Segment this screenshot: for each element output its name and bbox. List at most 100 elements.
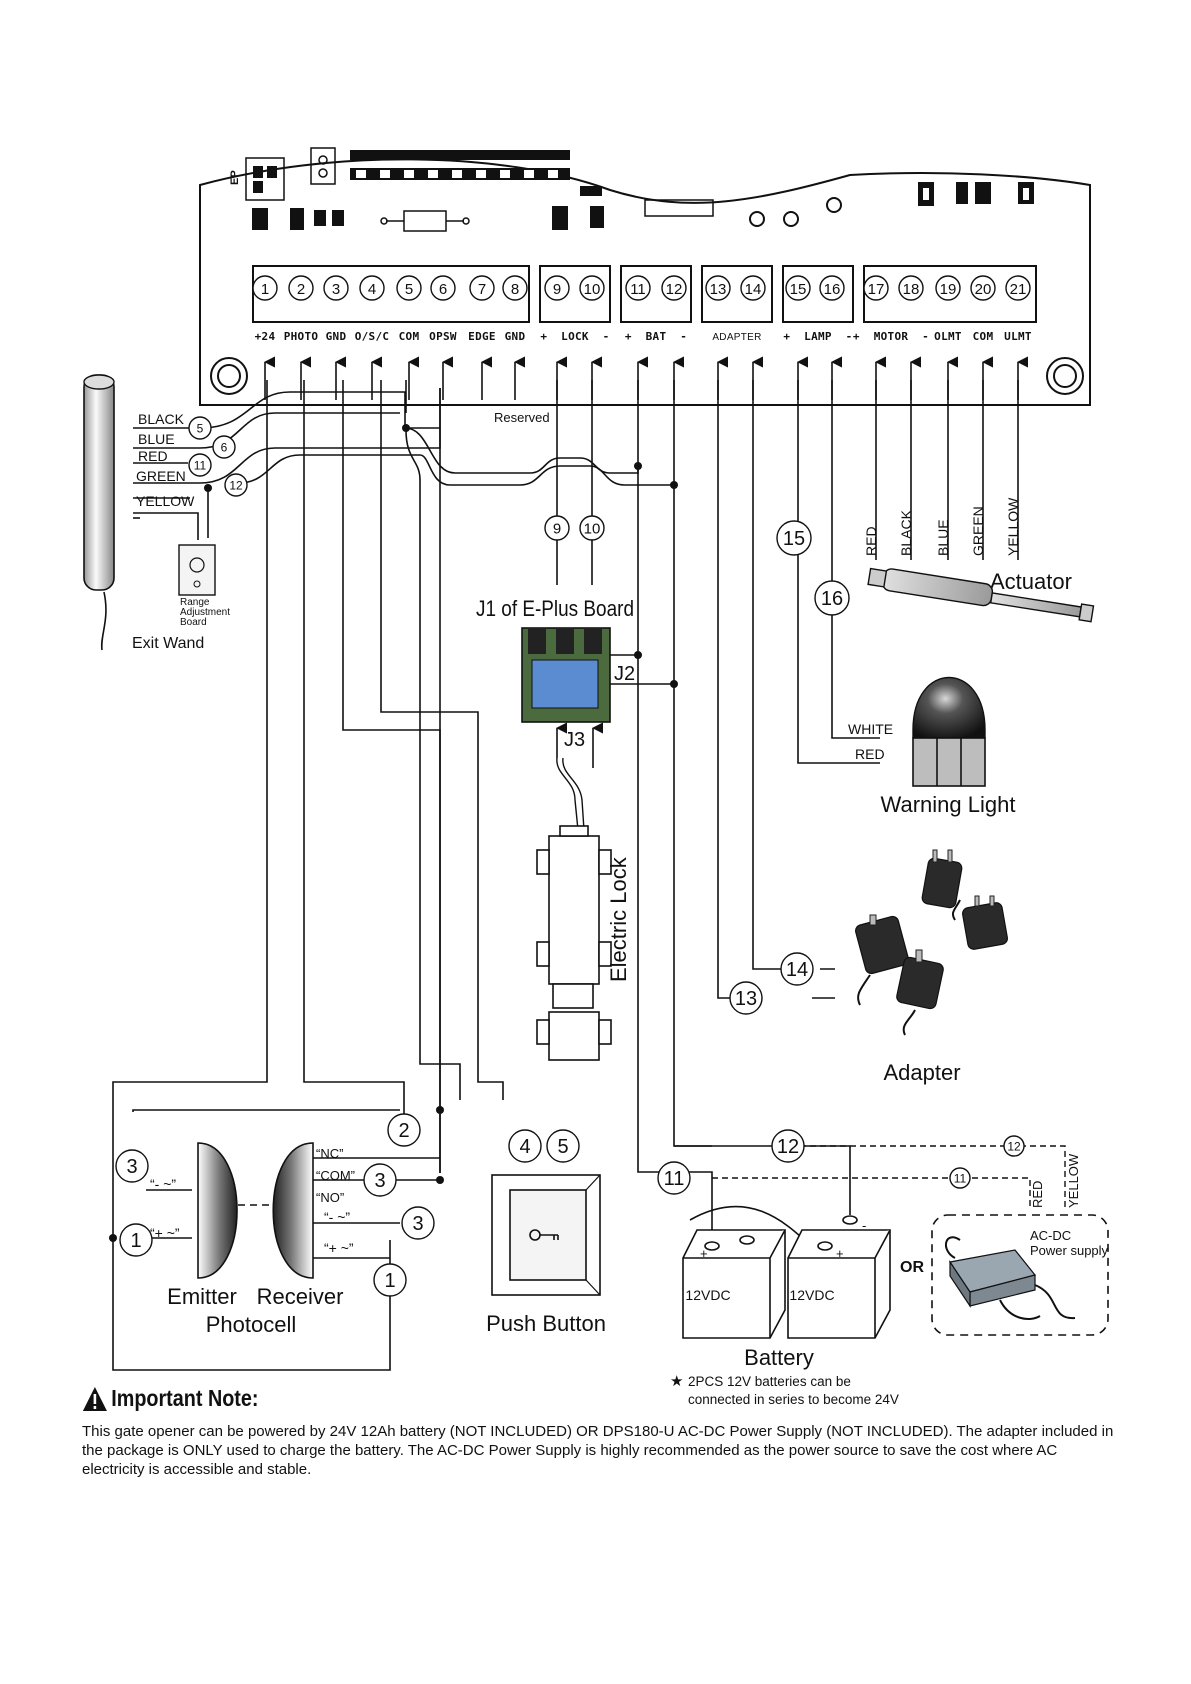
- svg-text:2: 2: [297, 281, 305, 298]
- svg-text:10: 10: [584, 520, 601, 537]
- exit-wand-terminal-12: 12: [224, 473, 248, 497]
- svg-text:6: 6: [221, 440, 228, 454]
- receiver-pin-no: “NO”: [316, 1190, 344, 1205]
- terminal-9: 9: [544, 275, 570, 301]
- battery-cell-2: 12VDC + -: [787, 1215, 891, 1339]
- svg-text:12: 12: [1007, 1139, 1021, 1153]
- push-button: Push Button: [486, 1174, 606, 1336]
- dashed-wires: [712, 1145, 1066, 1210]
- svg-text:17: 17: [868, 281, 885, 298]
- terminal-2: 2: [288, 275, 314, 301]
- svg-text:+: +: [836, 1246, 844, 1261]
- terminal-label-gnd2: GND: [505, 330, 526, 343]
- svg-text:6: 6: [439, 281, 447, 298]
- terminal-label-photo: PHOTO: [284, 330, 319, 343]
- wire-label-green: GREEN: [136, 468, 186, 484]
- terminal-label-olmt: OLMT: [934, 330, 962, 343]
- terminal-arrows: [263, 356, 1029, 400]
- terminal-14: 14: [740, 275, 766, 301]
- terminal-label-motor: + MOTOR -: [853, 330, 929, 343]
- svg-text:15: 15: [783, 528, 805, 550]
- photocell-terminal-2: 2: [387, 1113, 421, 1147]
- receiver-pin-plus: “+ ~”: [324, 1240, 354, 1256]
- svg-text:10: 10: [584, 281, 601, 298]
- adapter-terminal-14: 14: [780, 952, 814, 986]
- svg-text:4: 4: [368, 281, 376, 298]
- warning-light-title: Warning Light: [881, 792, 1016, 817]
- svg-text:5: 5: [405, 281, 413, 298]
- eplus-board: J1 of E-Plus Board J2 J3: [476, 596, 635, 831]
- adapter: Adapter: [855, 849, 1008, 1085]
- terminal-label-com: COM: [399, 330, 420, 343]
- svg-text:11: 11: [954, 1171, 967, 1185]
- adapter-title: Adapter: [883, 1060, 960, 1085]
- terminal-12: 12: [661, 275, 687, 301]
- svg-text:12: 12: [777, 1136, 799, 1158]
- svg-text:1: 1: [130, 1230, 141, 1252]
- terminal-label-osc: O/S/C: [355, 330, 390, 343]
- svg-text:14: 14: [786, 959, 808, 981]
- j2-label: J2: [614, 663, 635, 685]
- wire-label-yellow: YELLOW: [136, 493, 195, 509]
- svg-text:13: 13: [710, 281, 727, 298]
- terminal-3: 3: [323, 275, 349, 301]
- star-icon: ★: [670, 1373, 683, 1390]
- exit-wand-terminal-5: 5: [188, 416, 212, 440]
- svg-text:12: 12: [666, 281, 683, 298]
- photocell-emitter-label: Emitter: [167, 1284, 237, 1309]
- warning-light-wire-white: WHITE: [848, 721, 893, 737]
- svg-text:3: 3: [332, 281, 340, 298]
- eplus-input-10: 10: [579, 515, 605, 541]
- electric-lock: Electric Lock: [536, 825, 631, 1061]
- ac-dc-terminal-11: 11: [949, 1167, 971, 1189]
- terminal-1: 1: [252, 275, 278, 301]
- svg-text:3: 3: [126, 1156, 137, 1178]
- reserved-label: Reserved: [494, 410, 550, 425]
- svg-text:2: 2: [398, 1120, 409, 1142]
- control-board: EP: [199, 147, 1091, 406]
- exit-wand-terminal-6: 6: [212, 435, 236, 459]
- svg-text:15: 15: [790, 281, 807, 298]
- terminal-15: 15: [785, 275, 811, 301]
- actuator-wire-black: BLACK: [898, 509, 914, 556]
- svg-text:7: 7: [478, 281, 486, 298]
- actuator-wire-green: GREEN: [970, 506, 986, 556]
- key-icon: [529, 1229, 559, 1241]
- svg-text:21: 21: [1010, 281, 1027, 298]
- emitter-terminal-1: 1: [119, 1223, 153, 1257]
- actuator-wire-red: RED: [863, 526, 879, 556]
- photocell-terminal-3b: 3: [401, 1206, 435, 1240]
- terminal-label-plus24: +24: [255, 330, 276, 343]
- svg-text:3: 3: [412, 1213, 423, 1235]
- battery-cell-1: 12VDC +: [682, 1229, 786, 1339]
- push-button-terminal-5: 5: [546, 1129, 580, 1163]
- photocell-receiver-label: Receiver: [257, 1284, 344, 1309]
- actuator-wire-blue: BLUE: [935, 519, 951, 556]
- important-note-title: Important Note:: [82, 1385, 976, 1412]
- photocell-title: Photocell: [206, 1312, 297, 1337]
- terminal-7: 7: [469, 275, 495, 301]
- warning-triangle-icon: [82, 1386, 107, 1411]
- electric-lock-title: Electric Lock: [606, 856, 631, 982]
- ac-dc-wire-yellow: YELLOW: [1066, 1153, 1081, 1208]
- terminal-19: 19: [935, 275, 961, 301]
- svg-text:12: 12: [229, 478, 243, 492]
- svg-text:14: 14: [745, 281, 762, 298]
- svg-text:19: 19: [940, 281, 957, 298]
- svg-text:16: 16: [824, 281, 841, 298]
- battery-cell-2-label: 12VDC: [789, 1287, 834, 1303]
- wire-label-blue: BLUE: [138, 431, 175, 447]
- photocell-receiver: [272, 1142, 314, 1279]
- svg-text:11: 11: [194, 458, 207, 472]
- terminal-21: 21: [1005, 275, 1031, 301]
- svg-text:+: +: [700, 1246, 708, 1261]
- terminal-label-opsw: OPSW: [429, 330, 457, 343]
- exit-wand: Exit Wand BLACK BLUE RED GREEN YELLOW Ra…: [83, 374, 230, 652]
- warning-light-wire-red: RED: [855, 746, 885, 762]
- ac-dc-terminal-12: 12: [1003, 1135, 1025, 1157]
- sun-icon: [189, 557, 205, 573]
- svg-text:-: -: [862, 1218, 866, 1233]
